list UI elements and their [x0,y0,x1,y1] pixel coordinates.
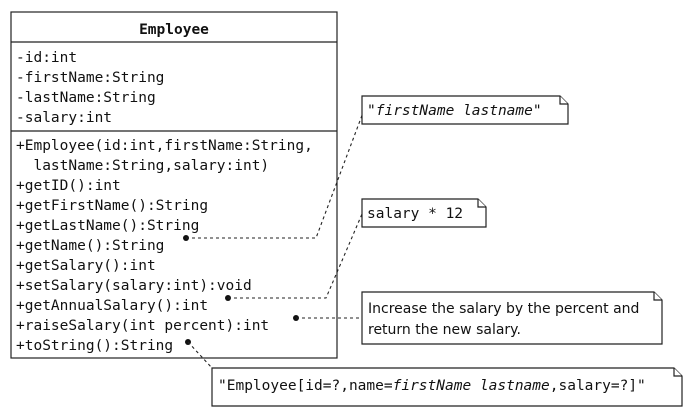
method-constructor-line1: +Employee(id:int,firstName:String, [16,138,313,154]
method-to-string: +toString():String [16,338,173,354]
method-get-annual-salary: +getAnnualSalary():int [16,298,208,314]
connector-get-annual-salary [228,213,363,299]
class-name: Employee [139,22,209,38]
method-get-id: +getID():int [16,178,121,194]
note-folded-corner [559,96,568,105]
method-constructor-line2: lastName:String,salary:int) [16,158,269,174]
employee-class[interactable]: Employee -id:int -firstName:String -last… [10,11,338,359]
attribute-id: -id:int [16,50,77,66]
method-get-name: +getName():String [16,238,164,254]
class-box-frame [10,11,338,359]
note-get-name[interactable]: "firstName lastname" [361,95,569,125]
note-connectors [183,109,365,369]
note-folded-corner [673,368,682,377]
note-get-name-text: "firstName lastname" [367,103,542,119]
note-frame [211,367,683,407]
note-annual-salary-text: salary * 12 [367,206,463,222]
note-to-string-text: "Employee[id=?,name=firstName lastname,s… [218,378,646,394]
methods-section: +Employee(id:int,firstName:String, lastN… [16,138,313,354]
note-folded-corner [653,292,662,301]
method-get-last-name: +getLastName():String [16,218,199,234]
attribute-salary: -salary:int [16,110,112,126]
note-frame [361,198,487,228]
method-raise-salary: +raiseSalary(int percent):int [16,318,269,334]
note-raise-salary-line1: Increase the salary by the percent and [368,301,639,317]
note-to-string[interactable]: "Employee[id=?,name=firstName lastname,s… [211,367,683,407]
note-frame [361,95,569,125]
note-annual-salary[interactable]: salary * 12 [361,198,487,228]
note-raise-salary-line2: return the new salary. [368,322,521,338]
attributes-section: -id:int -firstName:String -lastName:Stri… [16,50,164,126]
note-frame [361,291,663,345]
note-raise-salary[interactable]: Increase the salary by the percent and r… [361,291,663,345]
attribute-first-name: -firstName:String [16,70,164,86]
note-folded-corner [477,199,486,208]
method-get-first-name: +getFirstName():String [16,198,208,214]
method-get-salary: +getSalary():int [16,258,156,274]
attribute-last-name: -lastName:String [16,90,156,106]
method-set-salary: +setSalary(salary:int):void [16,278,252,294]
connector-get-name [186,109,365,239]
